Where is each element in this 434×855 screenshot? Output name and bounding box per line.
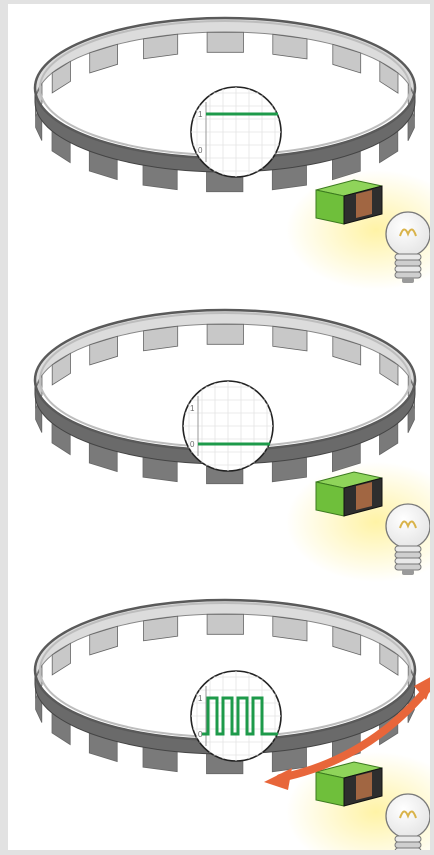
sensor-front: [316, 482, 344, 516]
lamp-base-thread: [395, 546, 421, 552]
panel-2: 10: [35, 310, 430, 582]
ring-tooth: [207, 32, 243, 52]
lamp-base-thread: [395, 558, 421, 564]
lamp-base-thread: [395, 564, 421, 570]
lamp-base-thread: [395, 848, 421, 850]
ring-tooth: [144, 34, 178, 59]
ring-tooth: [207, 324, 243, 344]
lamp-base-thread: [395, 272, 421, 278]
sensor-copper-stripe: [356, 482, 372, 510]
graph-label-1: 1: [190, 404, 195, 413]
lamp-base-thread: [395, 254, 421, 260]
lamp-base-thread: [395, 266, 421, 272]
ring-tooth: [207, 614, 243, 634]
ring-tooth: [144, 326, 178, 351]
lamp-contact: [402, 570, 414, 575]
lamp-base-thread: [395, 836, 421, 842]
sensor-copper-stripe: [356, 190, 372, 218]
panel-1: 10: [35, 18, 430, 290]
sensor-front: [316, 772, 344, 806]
graph-label-1: 1: [198, 694, 203, 703]
lamp-base-thread: [395, 842, 421, 848]
lamp-base-thread: [395, 552, 421, 558]
ring-tooth: [273, 616, 307, 641]
lamp-base-thread: [395, 260, 421, 266]
sensor-copper-stripe: [356, 772, 372, 800]
ring-tooth: [273, 34, 307, 59]
graph-label-0: 0: [190, 440, 195, 449]
lamp-contact: [402, 278, 414, 283]
ring-tooth: [144, 616, 178, 641]
graph-label-0: 0: [198, 146, 203, 155]
sensor-front: [316, 190, 344, 224]
ring-tooth: [273, 326, 307, 351]
panel-3: 10: [35, 600, 430, 850]
graph-label-1: 1: [198, 110, 203, 119]
